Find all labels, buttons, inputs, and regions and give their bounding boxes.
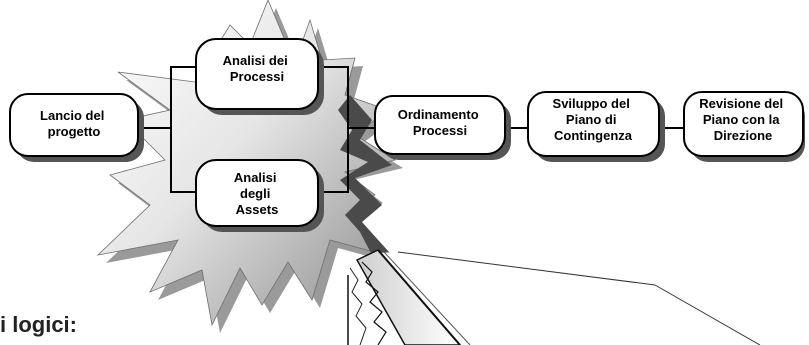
svg-text:Analisi degli Asse: Analisi degli Assets — [234, 170, 280, 217]
spotlight-beam — [347, 249, 761, 345]
label-sviluppo-line-1: Sviluppo del — [553, 96, 630, 111]
node-analisi-degli-assets: Analisi degli Assets — [195, 159, 324, 232]
node-ordinamento-processi: Ordinamento Processi — [374, 95, 511, 160]
label-analisi-assets-line-3: Assets — [236, 202, 279, 217]
svg-text:Revisione del Piano con: Revisione del Piano con la Direzione — [699, 96, 786, 143]
node-lancio-del-progetto: Lancio del progetto — [9, 93, 144, 162]
svg-text:Analisi dei Processi: Analisi dei Processi — [223, 53, 292, 84]
label-sviluppo-line-2: Piano di — [566, 112, 617, 127]
label-sviluppo-line-3: Contingenza — [554, 128, 633, 143]
label-revisione-line-2: Piano con la — [703, 112, 780, 127]
label-revisione-line-1: Revisione del — [699, 96, 783, 111]
caption-text: i logici: — [0, 312, 77, 337]
label-lancio-line-2: progetto — [48, 124, 101, 139]
label-revisione-line-3: Direzione — [714, 128, 773, 143]
label-analisi-processi-line-2: Processi — [230, 69, 284, 84]
node-analisi-dei-processi: Analisi dei Processi — [195, 38, 324, 115]
svg-text:Ordinamento Processi: Ordinamento Processi — [398, 107, 483, 138]
burst-shadow — [338, 95, 398, 262]
label-ordinamento-line-1: Ordinamento — [398, 107, 479, 122]
label-analisi-assets-line-1: Analisi — [234, 170, 277, 185]
label-lancio-line-1: Lancio del — [40, 108, 104, 123]
label-analisi-assets-line-2: degli — [240, 186, 270, 201]
svg-text:Sviluppo del Piano di: Sviluppo del Piano di Contingenza — [553, 96, 634, 143]
label-analisi-processi-line-1: Analisi dei — [223, 53, 288, 68]
svg-text:Lancio del progetto: Lancio del progetto — [40, 108, 108, 139]
node-sviluppo-piano-contingenza: Sviluppo del Piano di Contingenza — [527, 91, 665, 162]
node-revisione-piano-direzione: Revisione del Piano con la Direzione — [683, 91, 805, 162]
label-ordinamento-line-2: Processi — [413, 123, 467, 138]
